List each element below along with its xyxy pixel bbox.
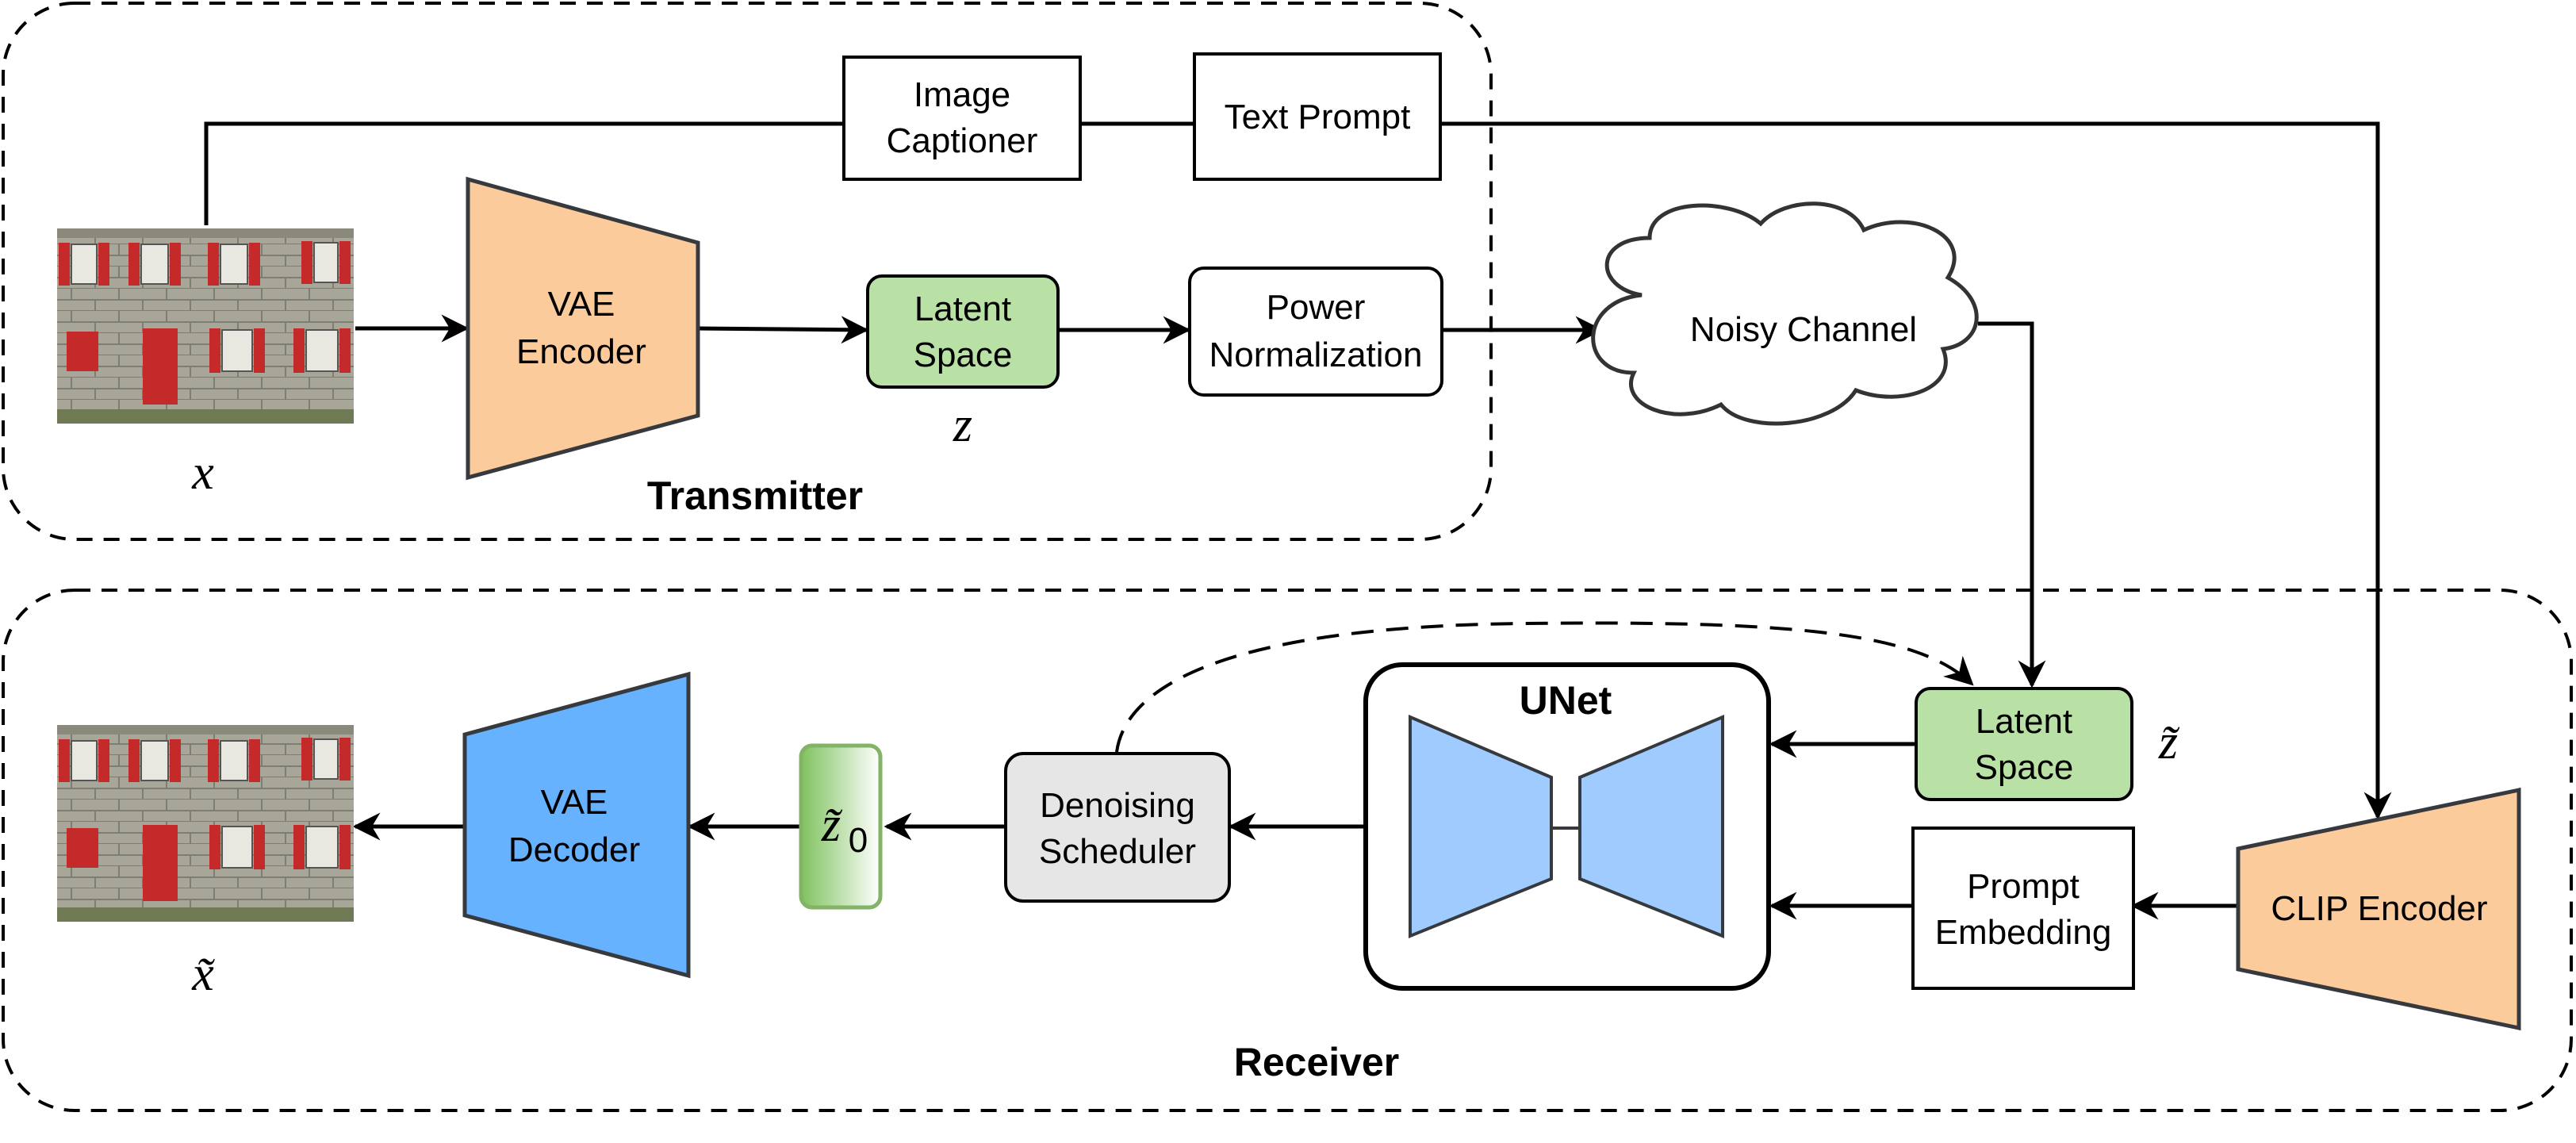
input-symbol-x: x bbox=[191, 446, 214, 500]
rx-latent-space-box bbox=[1915, 687, 2133, 801]
output-symbol-x-tilde: x̃ bbox=[191, 947, 215, 1001]
receiver-label: Receiver bbox=[1234, 1040, 1400, 1084]
power-normalization-label-1: Power bbox=[1267, 288, 1366, 327]
tx-latent-space-label-2: Space bbox=[914, 336, 1013, 374]
scheduler-feedback-arrow bbox=[1115, 621, 1974, 753]
clip-encoder-label: CLIP Encoder bbox=[2271, 889, 2487, 928]
transmitter-label: Transmitter bbox=[647, 474, 863, 518]
denoising-scheduler-label-2: Scheduler bbox=[1039, 832, 1196, 871]
unet-decoder-shape bbox=[1578, 714, 1724, 938]
caption-line bbox=[204, 121, 844, 225]
z0-symbol: z̃ bbox=[821, 798, 843, 852]
noisy-channel-label: Noisy Channel bbox=[1690, 310, 1917, 349]
denoising-scheduler-label-1: Denoising bbox=[1040, 786, 1195, 825]
clip-encoder-shape bbox=[2236, 787, 2521, 1031]
unet-label: UNet bbox=[1520, 678, 1612, 723]
text-prompt-box bbox=[1193, 52, 1442, 181]
vae-encoder-shape bbox=[466, 176, 700, 481]
denoising-scheduler-box bbox=[1004, 752, 1231, 903]
input-image bbox=[57, 228, 354, 424]
image-captioner-box bbox=[842, 56, 1082, 181]
output-image bbox=[57, 725, 354, 922]
vae-encoder-label-2: Encoder bbox=[516, 332, 646, 371]
text-prompt-label: Text Prompt bbox=[1225, 98, 1411, 136]
image-captioner-label-1: Image bbox=[914, 75, 1010, 114]
vae-decoder-label-1: VAE bbox=[541, 783, 608, 822]
tx-latent-space-box bbox=[866, 274, 1060, 389]
rx-latent-space-label-1: Latent bbox=[1976, 702, 2072, 741]
encoder-to-latent-arrow bbox=[697, 316, 869, 344]
channel-to-latent-arrow bbox=[1978, 321, 2046, 688]
power-normalization-label-2: Normalization bbox=[1209, 336, 1423, 374]
z0-subscript: 0 bbox=[849, 821, 868, 860]
transmitter-region bbox=[2, 2, 1493, 541]
vae-encoder-label-1: VAE bbox=[548, 285, 615, 324]
vae-decoder-shape bbox=[462, 671, 691, 979]
receiver-region bbox=[2, 589, 2573, 1112]
image-captioner-label-2: Captioner bbox=[887, 121, 1038, 160]
latent-symbol-z-tilde: z̃ bbox=[2158, 715, 2180, 769]
latent-symbol-z: z bbox=[953, 398, 972, 452]
rx-latent-space-label-2: Space bbox=[1975, 748, 2074, 787]
prompt-to-clip-arrow bbox=[1440, 121, 2392, 820]
unet-encoder-shape bbox=[1409, 714, 1553, 938]
tx-latent-space-label-1: Latent bbox=[914, 290, 1011, 328]
z0-box bbox=[799, 743, 883, 910]
power-normalization-box bbox=[1188, 267, 1443, 397]
prompt-embedding-label-1: Prompt bbox=[1967, 867, 2080, 906]
prompt-embedding-box bbox=[1911, 827, 2135, 990]
prompt-embedding-label-2: Embedding bbox=[1935, 913, 2112, 952]
noisy-channel-cloud bbox=[1591, 201, 1979, 426]
vae-decoder-label-2: Decoder bbox=[508, 830, 640, 869]
